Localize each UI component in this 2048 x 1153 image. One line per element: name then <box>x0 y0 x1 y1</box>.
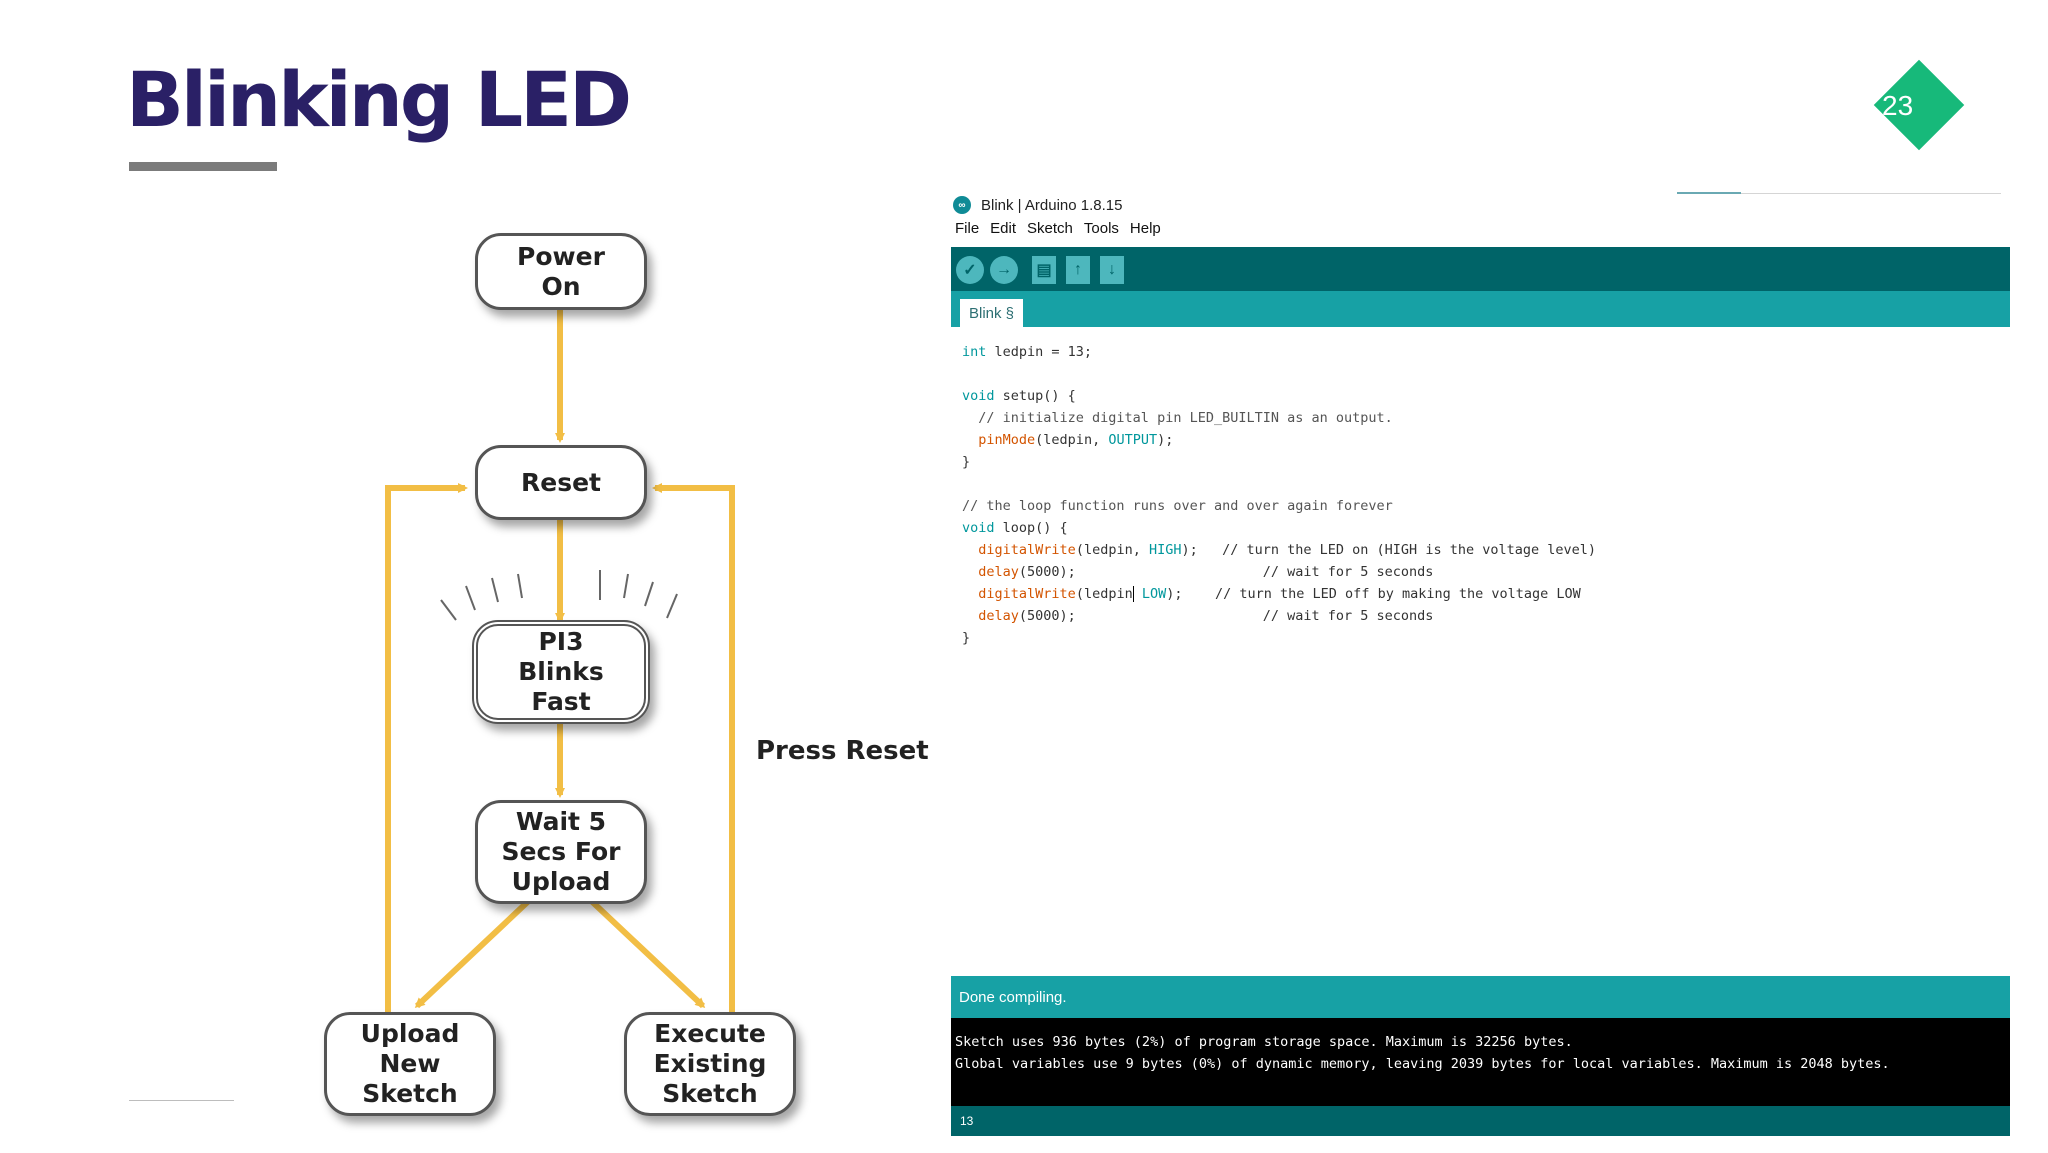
status-bar: Done compiling. <box>951 976 2010 1018</box>
footer-rule <box>129 1100 234 1101</box>
output-console[interactable]: Sketch uses 936 bytes (2%) of program st… <box>951 1018 2010 1106</box>
titlebar-accent <box>1677 192 1741 194</box>
code-line-10: digitalWrite(ledpin, HIGH); // turn the … <box>978 542 1596 558</box>
tab-bar: Blink § <box>951 291 2010 327</box>
ide-toolbar: ✓ → ▤ ↑ ↓ <box>951 247 2010 291</box>
arduino-ide-window: ∞ Blink | Arduino 1.8.15 File Edit Sketc… <box>951 192 2010 1136</box>
code-line-3: void setup() { <box>962 388 1076 404</box>
tab-blink[interactable]: Blink § <box>960 299 1024 327</box>
code-line-5: pinMode(ledpin, OUTPUT); <box>978 432 1174 448</box>
line-number-bar: 13 <box>951 1106 2010 1136</box>
text-cursor <box>1132 586 1134 602</box>
node-upload-new-sketch: Upload New Sketch <box>324 1012 496 1116</box>
window-titlebar: ∞ Blink | Arduino 1.8.15 <box>951 192 2010 218</box>
arrow-wait-upload <box>414 892 538 1009</box>
code-line-4: // initialize digital pin LED_BUILTIN as… <box>962 410 1393 426</box>
open-icon[interactable]: ↑ <box>1066 256 1090 284</box>
upload-icon[interactable]: → <box>990 256 1018 284</box>
titlebar-line <box>1741 193 2001 194</box>
press-reset-label: Press Reset <box>756 736 929 766</box>
page-number-badge: 23 <box>1872 58 1966 152</box>
new-icon[interactable]: ▤ <box>1032 256 1056 284</box>
window-title: Blink | Arduino 1.8.15 <box>981 196 1123 214</box>
code-editor[interactable]: int ledpin = 13; void setup() { // initi… <box>951 327 2010 967</box>
code-line-12: digitalWrite(ledpin LOW); // turn the LE… <box>978 586 1581 602</box>
console-line-2: Global variables use 9 bytes (0%) of dyn… <box>955 1056 1890 1072</box>
flowchart-arrows <box>385 305 735 1012</box>
title-underline <box>129 162 277 171</box>
console-line-1: Sketch uses 936 bytes (2%) of program st… <box>955 1034 1573 1050</box>
menu-sketch[interactable]: Sketch <box>1027 220 1073 237</box>
code-line-11: delay(5000); // wait for 5 seconds <box>978 564 1434 580</box>
code-line-9: void loop() { <box>962 520 1068 536</box>
blink-rays <box>440 570 678 621</box>
node-execute-existing-sketch: Execute Existing Sketch <box>624 1012 796 1116</box>
save-icon[interactable]: ↓ <box>1100 256 1124 284</box>
node-reset: Reset <box>475 445 647 520</box>
slide-title: Blinking LED <box>126 55 632 144</box>
menu-edit[interactable]: Edit <box>990 220 1017 237</box>
node-wait-for-upload: Wait 5 Secs For Upload <box>475 800 647 904</box>
arrow-execute-reset <box>652 483 735 1012</box>
menu-help[interactable]: Help <box>1129 220 1161 237</box>
arrow-upload-reset <box>385 483 468 1012</box>
arrow-wait-execute <box>582 892 706 1009</box>
boot-flowchart: Power On Reset PI3 Blinks Fast Wait 5 Se… <box>310 190 940 1150</box>
node-power-on: Power On <box>475 233 647 310</box>
menu-bar: File Edit Sketch Tools Help <box>951 220 1161 242</box>
code-line-14: } <box>962 630 971 646</box>
verify-icon[interactable]: ✓ <box>956 256 984 284</box>
node-pi3-blinks-fast: PI3 Blinks Fast <box>472 620 650 724</box>
menu-tools[interactable]: Tools <box>1083 220 1119 237</box>
code-line-1: int ledpin = 13; <box>962 344 1093 360</box>
code-line-13: delay(5000); // wait for 5 seconds <box>978 608 1434 624</box>
code-line-8: // the loop function runs over and over … <box>962 498 1393 514</box>
menu-file[interactable]: File <box>955 220 980 237</box>
code-line-6: } <box>962 454 971 470</box>
page-number: 23 <box>1882 90 1914 121</box>
arduino-logo-icon: ∞ <box>953 196 971 214</box>
